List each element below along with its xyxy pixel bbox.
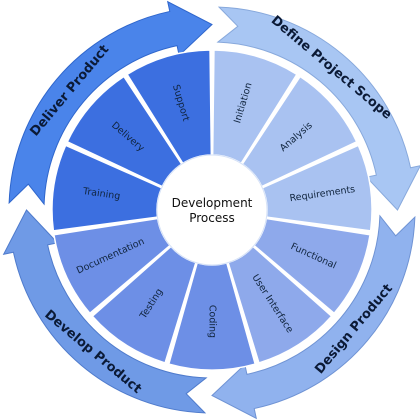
segment-label-training: Training (81, 186, 121, 202)
phase-arrow-deliver (8, 0, 213, 206)
center-title-line2: Process (189, 211, 235, 225)
center-circle (156, 154, 268, 266)
phase-arrow-define (216, 6, 420, 211)
center-title-line1: Development (172, 196, 253, 210)
segment-ring: InitiationAnalysisRequirementsFunctional… (51, 49, 373, 371)
center-hub: Development Process (156, 154, 268, 266)
phase-arrow-design (211, 214, 416, 420)
segment-label-coding: Coding (207, 305, 218, 338)
phase-arrow-develop (2, 209, 208, 414)
